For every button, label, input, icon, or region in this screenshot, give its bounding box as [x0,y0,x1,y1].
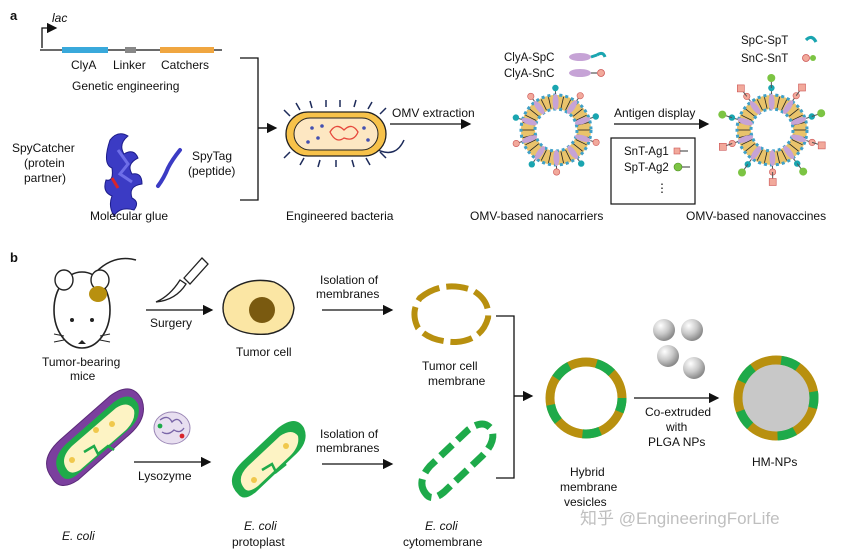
protoplast-label-1: E. coli [244,519,277,533]
antigen-box [610,137,696,205]
hybrid-membrane-vesicle-icon [545,357,627,439]
spycatcher-protein-icon [104,133,143,217]
plga-nanoparticles-icon [653,319,705,379]
tumor-cell-nucleus [249,297,275,323]
gene-construct: lac ClyA Linker Catchers Genetic enginee… [40,11,222,93]
linker-segment [125,47,136,53]
cytomembrane-label-1: E. coli [425,519,458,533]
antigen-display-label: Antigen display [614,106,695,120]
clya-spc-legend: ClyA-SpC [504,52,554,64]
hmnp-label: HM-NPs [752,455,797,469]
surgery-label: Surgery [150,316,192,330]
genetic-engineering-caption: Genetic engineering [72,79,179,93]
tumor-membrane-label-2: membrane [428,374,486,388]
spycatcher-label-1: SpyCatcher [12,141,75,155]
protoplast-label-2: protoplast [232,535,285,549]
snt-ag1-label: SnT-Ag1 [624,146,669,158]
clya-segment [62,47,108,53]
hm-nanoparticle-icon [733,355,819,441]
coextruded-label-2: with [665,420,687,434]
clya-label: ClyA [71,58,96,72]
hybrid-label-1: Hybrid [570,465,605,479]
antigen-box-ellipsis: ⋮ [656,181,668,195]
spytag-label-1: SpyTag [192,149,232,163]
tumor-cell-membrane-icon [411,283,492,346]
ecoli-protoplast-icon [231,421,306,498]
ecoli-bacterium-icon [46,388,144,486]
catchers-segment [160,47,214,53]
ecoli-cytomembrane-icon [418,420,497,501]
watermark-text: 知乎 @EngineeringForLife [580,509,780,528]
coextruded-label-3: PLGA NPs [648,435,705,449]
vaccine-caption: OMV-based nanovaccines [686,209,826,223]
spt-ag2-label: SpT-Ag2 [624,162,669,174]
scalpel-icon [155,257,209,303]
spycatcher-label-2: (protein [24,156,65,170]
lac-promoter-label: lac [52,11,67,25]
panel-b-label: b [10,250,18,265]
ecoli-label: E. coli [62,529,95,543]
mouse-label-2: mice [70,369,96,383]
coextruded-label-1: Co-extruded [645,405,711,419]
lysozyme-protein-icon [153,411,191,445]
spc-spt-legend: SpC-SpT [741,35,788,47]
omv-nanovaccine-icon [718,74,826,186]
spycatcher-label-3: partner) [24,171,66,185]
omv-nanocarrier-icon [512,84,600,176]
isolation-bottom-2: membranes [316,441,379,455]
tumor-cell-label: Tumor cell [236,345,292,359]
lysozyme-label: Lysozyme [138,469,192,483]
isolation-bottom-1: Isolation of [320,427,379,441]
clya-snc-legend: ClyA-SnC [504,68,554,80]
hybrid-label-2: membrane [560,480,618,494]
catchers-label: Catchers [161,58,209,72]
cytomembrane-label-2: cytomembrane [403,535,483,549]
spytag-label-2: (peptide) [188,164,235,178]
tumor-bearing-mouse-icon [53,257,137,349]
snc-snt-legend-icon [802,54,810,62]
molecular-glue-caption: Molecular glue [90,209,168,223]
hybrid-label-3: vesicles [564,495,607,509]
spytag-peptide-icon [156,148,182,188]
bacteria-caption: Engineered bacteria [286,209,394,223]
isolation-top-2: membranes [316,287,379,301]
isolation-top-1: Isolation of [320,273,379,287]
clya-snc-legend-icon [569,69,591,77]
snc-snt-legend: SnC-SnT [741,53,788,65]
ag2-icon [673,162,683,172]
mouse-label-1: Tumor-bearing [42,355,120,369]
linker-label: Linker [113,58,146,72]
panel-a-label: a [10,8,18,23]
omv-extraction-label: OMV extraction [392,106,475,120]
engineered-bacterium-icon [283,99,405,168]
clya-spc-legend-icon [569,53,591,61]
tumor-membrane-label-1: Tumor cell [422,359,478,373]
ag1-icon [673,147,681,155]
spc-spt-legend-icon [804,35,818,43]
carrier-caption: OMV-based nanocarriers [470,209,603,223]
